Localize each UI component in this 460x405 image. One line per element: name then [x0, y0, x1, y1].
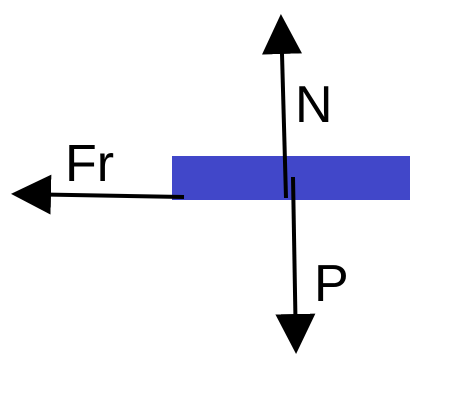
friction-force-label: Fr [65, 135, 115, 193]
friction-force-arrow [11, 174, 185, 215]
weight-force-arrow [275, 176, 316, 354]
normal-force-label: N [295, 76, 333, 134]
block [172, 156, 410, 200]
weight-force-label: P [314, 255, 349, 313]
normal-force-arrow [262, 14, 302, 199]
